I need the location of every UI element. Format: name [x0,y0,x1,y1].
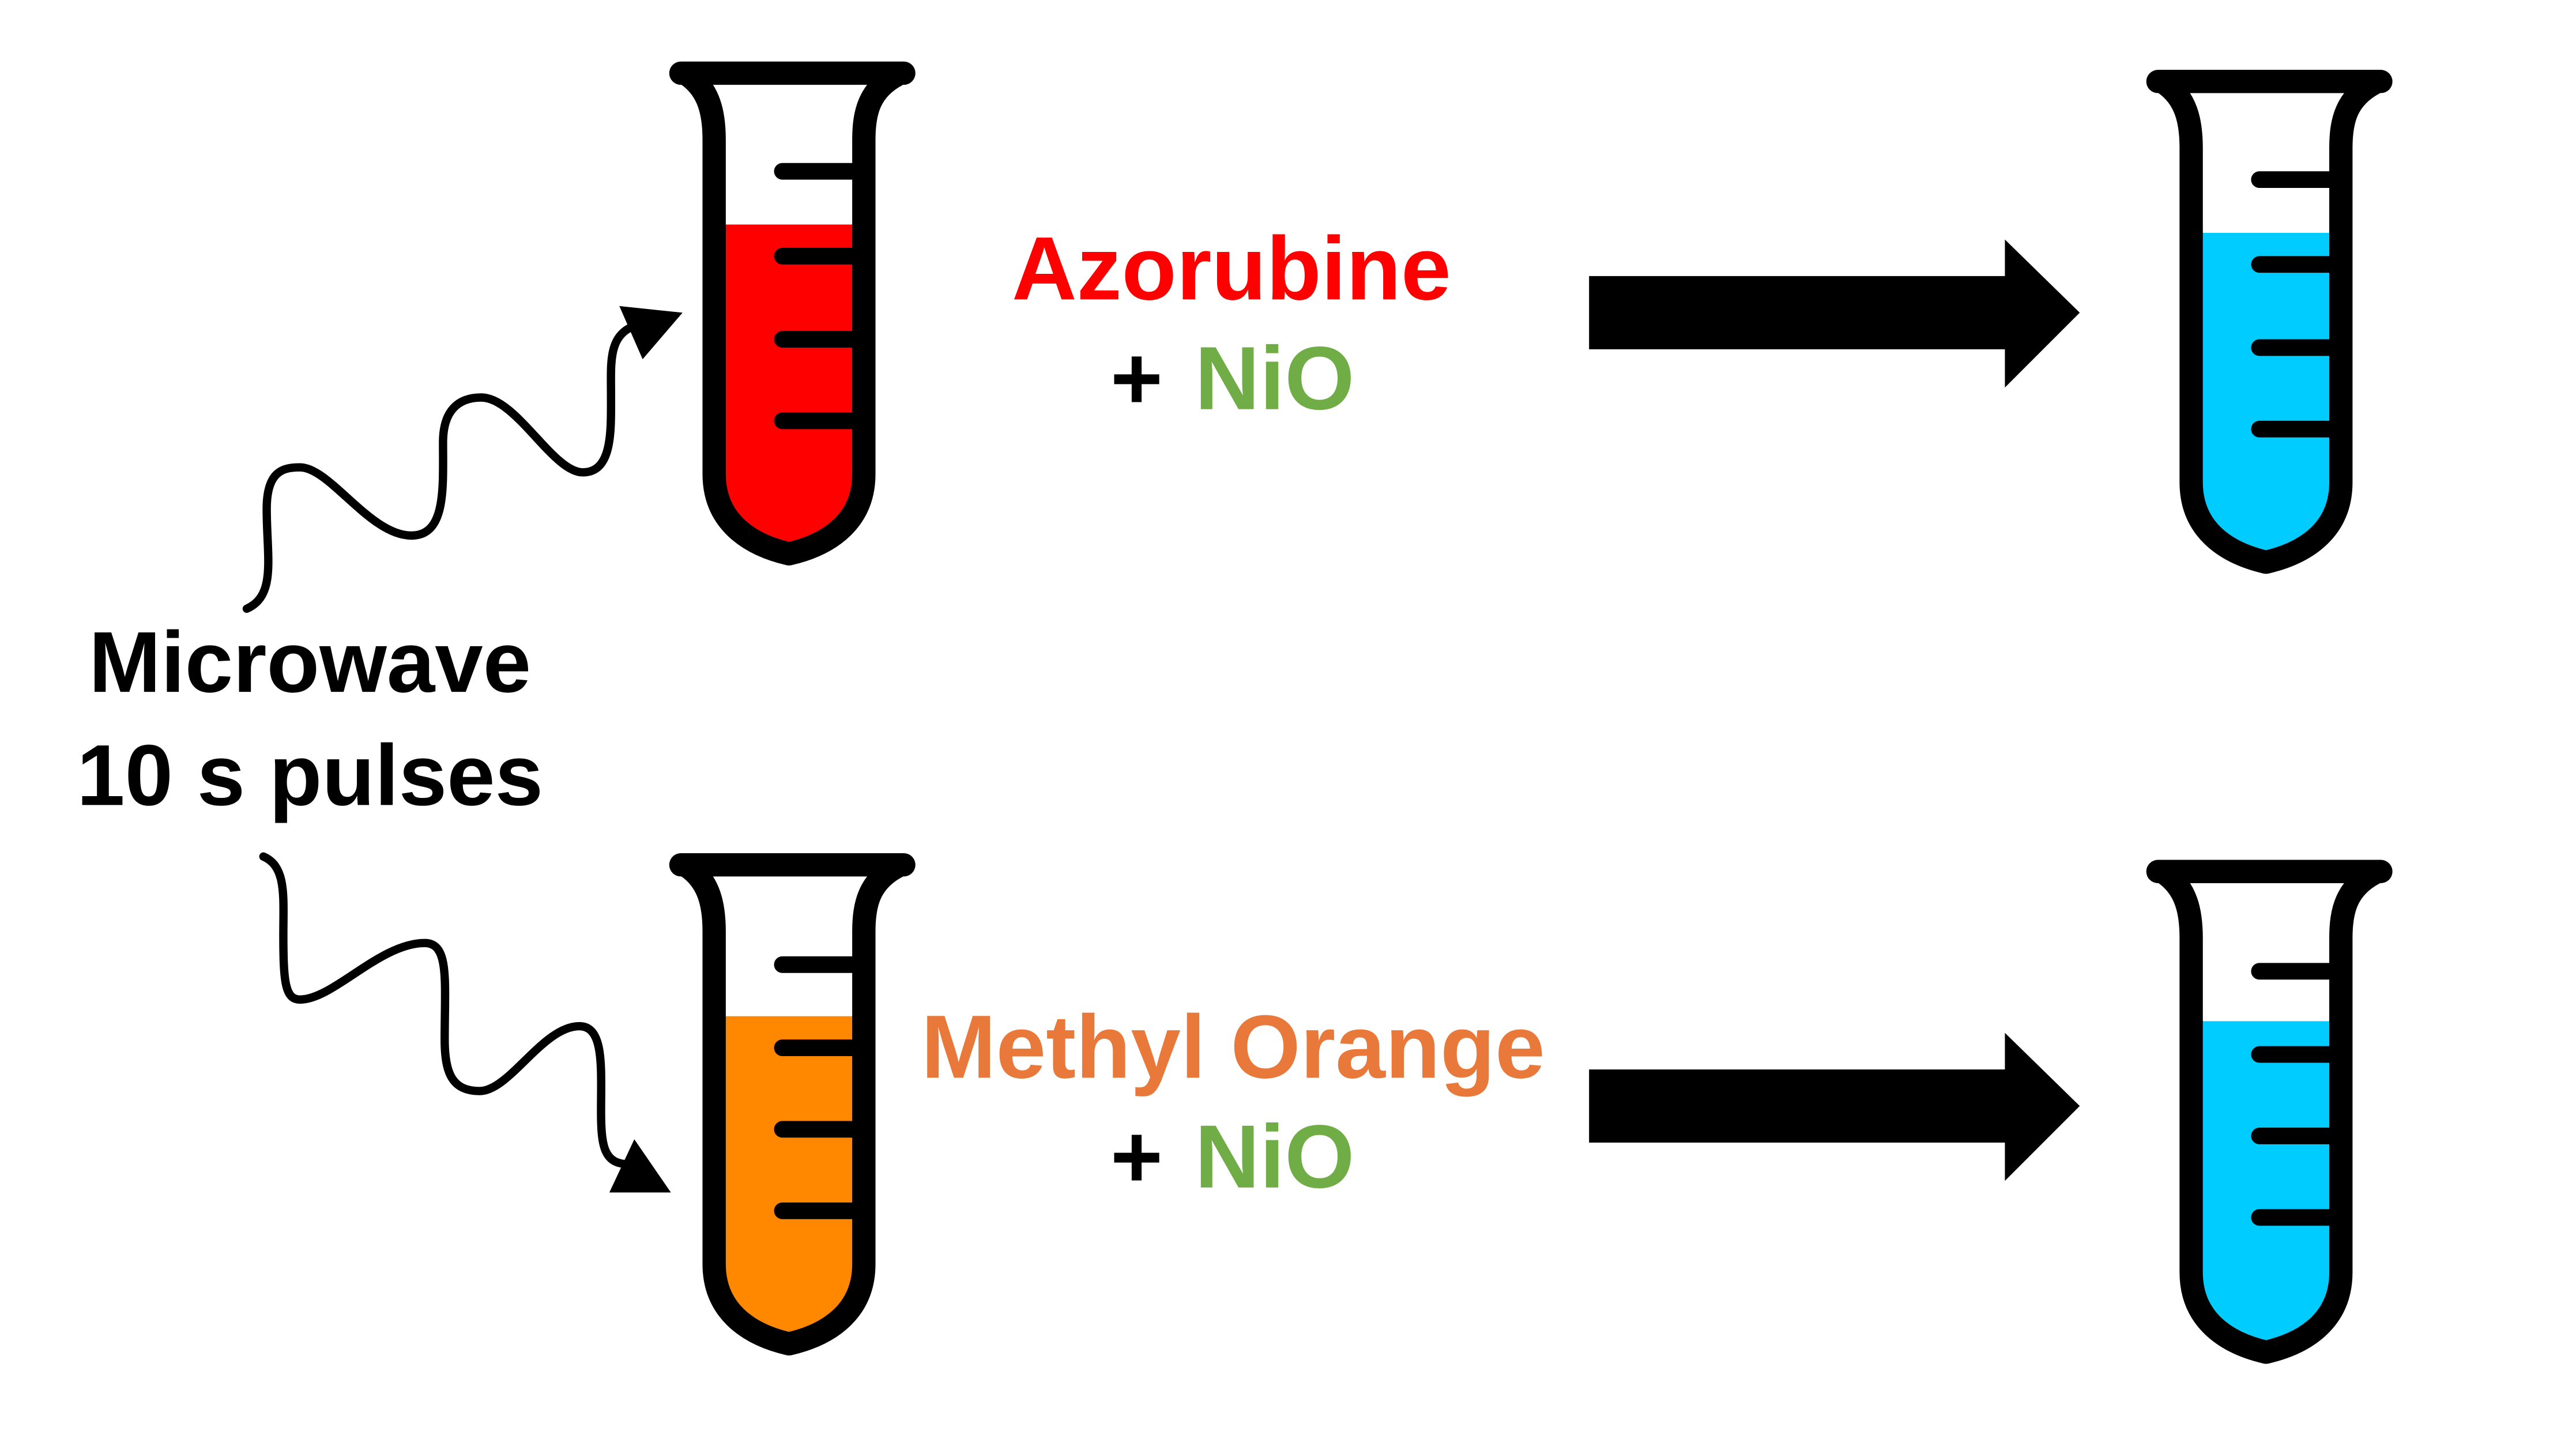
catalyst-label-nio: NiO [1195,329,1354,429]
pulse-duration-label: 10 s pulses [77,726,543,823]
microwave-wave-upper [242,306,683,613]
test-tube-methyl-orange-before [669,853,916,1356]
dye-label-azorubine: Azorubine [1012,218,1451,319]
test-tube-azorubine-before [669,61,916,566]
liquid-azorubine-before [714,224,864,554]
wave-arrowhead [619,306,683,360]
microwave-wave-lower [259,852,671,1193]
liquid-azorubine-after [2191,232,2341,563]
microwave-label: Microwave [89,613,531,710]
test-tube-azorubine-after [2146,70,2393,574]
plus-sign: + [1110,329,1163,429]
dye-label-methyl-orange: Methyl Orange [921,997,1545,1097]
test-tube-methyl-orange-after [2146,860,2393,1364]
liquid-methyl-orange-after [2191,1021,2341,1352]
catalyst-label-nio: NiO [1195,1107,1354,1207]
wave-arrowhead [609,1139,671,1193]
reaction-arrow [1589,1032,2080,1181]
plus-sign: + [1110,1107,1163,1207]
reaction-arrow [1589,239,2080,388]
liquid-methyl-orange-before [714,1016,864,1344]
